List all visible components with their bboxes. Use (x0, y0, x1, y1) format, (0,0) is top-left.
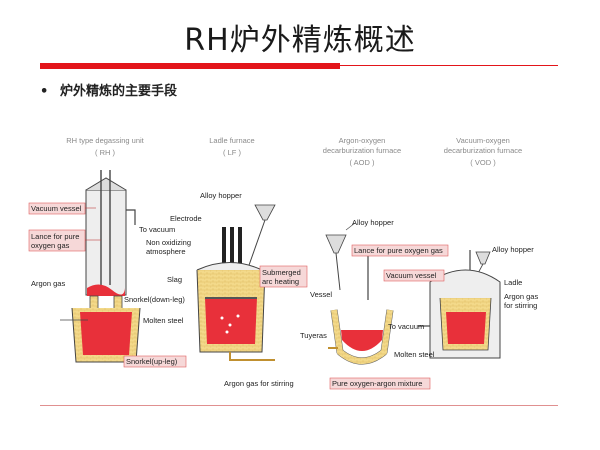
vod-to-vacuum-label: To vacuum (388, 322, 424, 331)
vod-header: Vacuum-oxygen decarburization furnace ( … (444, 136, 522, 167)
vod-abbr: ( VOD ) (470, 158, 496, 167)
vod-molten-steel-label: Molten steel (394, 350, 435, 359)
rh-header: RH type degassing unit ( RH ) (66, 136, 144, 157)
vod-alloy-hopper-label: Alloy hopper (492, 245, 534, 254)
vod-vacuum-vessel-label: Vacuum vessel (386, 271, 437, 280)
aod-abbr: ( AOD ) (349, 158, 375, 167)
aod-vessel-label: Vessel (310, 290, 332, 299)
aod-header: Argon-oxygen decarburization furnace ( A… (323, 136, 401, 167)
lf-electrode-label: Electrode (170, 214, 202, 223)
lf-alloy-hopper-label: Alloy hopper (200, 191, 242, 200)
rh-lance-label-2: oxygen gas (31, 241, 70, 250)
aod-name-1: Argon-oxygen (339, 136, 386, 145)
vod-argon-label-2: for stirring (504, 301, 537, 310)
lf-argon-stirring-label: Argon gas for stirring (224, 379, 294, 388)
lf-name: Ladle furnace (209, 136, 254, 145)
vod-drawing: Alloy hopper Vacuum vessel Ladle Argon g… (383, 245, 538, 359)
aod-lance-label: Lance for pure oxygen gas (354, 246, 443, 255)
title-underline-line (340, 65, 558, 66)
aod-alloy-hopper-label: Alloy hopper (352, 218, 394, 227)
lf-submerged-label-2: arc heating (262, 277, 299, 286)
vod-name-1: Vacuum-oxygen (456, 136, 510, 145)
lf-header: Ladle furnace ( LF ) (209, 136, 254, 157)
vod-name-2: decarburization furnace (444, 146, 522, 155)
footer-line (40, 405, 558, 406)
aod-name-2: decarburization furnace (323, 146, 401, 155)
aod-mixture-label: Pure oxygen-argon mixture (332, 379, 422, 388)
lf-non-oxidizing-label-1: Non oxidizing (146, 238, 191, 247)
lf-slag-label: Slag (167, 275, 182, 284)
lf-abbr: ( LF ) (223, 148, 241, 157)
rh-name: RH type degassing unit (66, 136, 144, 145)
rh-drawing: Vacuum vessel Lance for pure oxygen gas … (28, 170, 187, 368)
lf-drawing: Alloy hopper Electrode Non oxidizing atm… (143, 191, 308, 388)
vod-ladle-label: Ladle (504, 278, 522, 287)
rh-argon-label: Argon gas (31, 279, 65, 288)
rh-to-vacuum-label: To vacuum (139, 225, 175, 234)
rh-abbr: ( RH ) (95, 148, 115, 157)
lf-non-oxidizing-label-2: atmosphere (146, 247, 186, 256)
bullet-text: 炉外精炼的主要手段 (60, 84, 178, 99)
vod-argon-label-1: Argon gas (504, 292, 538, 301)
rh-snorkel-down-label: Snorkel(down-leg) (124, 295, 185, 304)
rh-vacuum-vessel-label: Vacuum vessel (31, 204, 82, 213)
lf-submerged-label-1: Submerged (262, 268, 301, 277)
aod-drawing: Alloy hopper Lance for pure oxygen gas V… (300, 218, 449, 390)
rh-lance-label-1: Lance for pure (31, 232, 79, 241)
aod-tuyeras-label: Tuyeras (300, 331, 327, 340)
bullet-item: • 炉外精炼的主要手段 (40, 80, 177, 99)
bullet-marker: • (40, 84, 49, 99)
slide-title: RH炉外精炼概述 (184, 23, 416, 58)
title-underline-bar (40, 63, 340, 69)
lf-molten-steel-label: Molten steel (143, 316, 184, 325)
rh-snorkel-up-label: Snorkel(up-leg) (126, 357, 178, 366)
